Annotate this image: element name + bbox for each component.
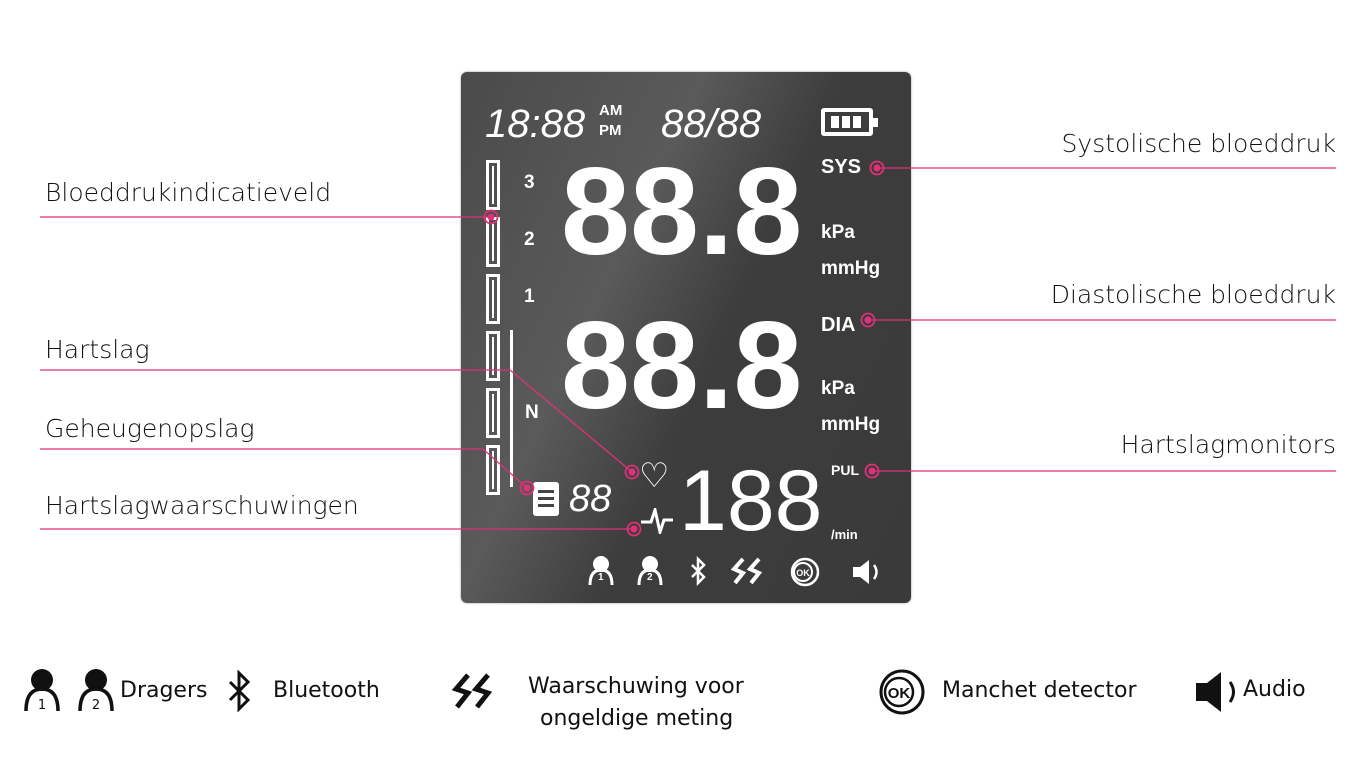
legend-bluetooth: Bluetooth (273, 678, 380, 703)
legend-ok-text: OK (888, 685, 911, 702)
legend-cuff-icon: OK (878, 668, 926, 720)
unit-per-min: /min (831, 527, 858, 542)
unit-mmhg: mmHg (821, 414, 881, 435)
label-memory: Geheugenopslag (45, 414, 255, 443)
callout-line-memory (40, 448, 528, 489)
label-indicator: Bloeddrukindicatieveld (45, 178, 332, 207)
sys-label: SYS (821, 156, 862, 178)
battery-icon (821, 108, 878, 136)
memory-value: 88 (569, 478, 612, 520)
scale-label: N (525, 402, 539, 423)
user-2-icon: 2 (636, 555, 664, 591)
bp-level-bar (486, 160, 500, 210)
legend-user-1-icon: 1 (22, 667, 62, 717)
pul-label: PUL (831, 462, 859, 478)
systolic-value: 88.8 (561, 143, 803, 281)
cuff-detector-icon: OK (789, 556, 823, 592)
legend-audio: Audio (1243, 677, 1306, 702)
label-diastolic: Diastolische bloeddruk (1050, 280, 1336, 309)
lcd-display: 18:88 AM PM 88/88 3 2 1 N 88.8 SYS kPa m… (461, 72, 911, 603)
bp-level-bar (486, 274, 500, 324)
ok-text: OK (796, 568, 810, 578)
bp-level-bar (486, 217, 500, 267)
bluetooth-icon (689, 555, 707, 590)
legend-invalid-icon (451, 672, 496, 714)
scale-label: 2 (524, 229, 535, 250)
heartbeat-warning-icon (641, 504, 673, 538)
scale-label: 3 (524, 172, 535, 193)
user-2-number: 2 (647, 572, 653, 583)
user-1-number: 1 (598, 572, 604, 583)
legend-users: Dragers (120, 678, 208, 703)
legend-user-2-icon: 2 (76, 667, 116, 717)
legend-invalid-line2: ongeldige meting (540, 706, 734, 731)
unit-kpa: kPa (821, 222, 855, 243)
pulse-value: 188 (679, 453, 823, 549)
dia-label: DIA (821, 314, 856, 336)
am-indicator: AM (599, 102, 623, 119)
legend-audio-icon (1194, 670, 1242, 718)
memory-icon (533, 482, 559, 516)
label-systolic: Systolische bloeddruk (1061, 129, 1336, 158)
diastolic-value: 88.8 (561, 297, 803, 435)
bp-level-bar (486, 388, 500, 438)
legend-user-1-number: 1 (38, 698, 46, 713)
scale-label: 1 (524, 286, 535, 307)
audio-icon (851, 558, 883, 590)
legend-bluetooth-icon (226, 669, 254, 716)
date-readout: 88/88 (661, 102, 762, 146)
normal-range-line (510, 330, 513, 487)
legend-user-2-number: 2 (92, 698, 100, 713)
pm-indicator: PM (599, 122, 622, 139)
label-heartrate: Hartslag (45, 335, 150, 364)
label-pulse-monitor: Hartslagmonitors (1120, 430, 1336, 459)
legend-invalid-line1: Waarschuwing voor (528, 674, 744, 699)
unit-mmhg: mmHg (821, 258, 881, 279)
unit-kpa: kPa (821, 378, 855, 399)
time-readout: 18:88 (485, 102, 586, 146)
heart-icon: ♡ (639, 457, 670, 495)
invalid-measurement-icon (730, 556, 765, 590)
bp-level-bar (486, 331, 500, 381)
bp-level-bar (486, 445, 500, 495)
user-1-icon: 1 (587, 555, 615, 591)
legend-cuff: Manchet detector (942, 678, 1137, 703)
label-warnings: Hartslagwaarschuwingen (45, 491, 359, 520)
